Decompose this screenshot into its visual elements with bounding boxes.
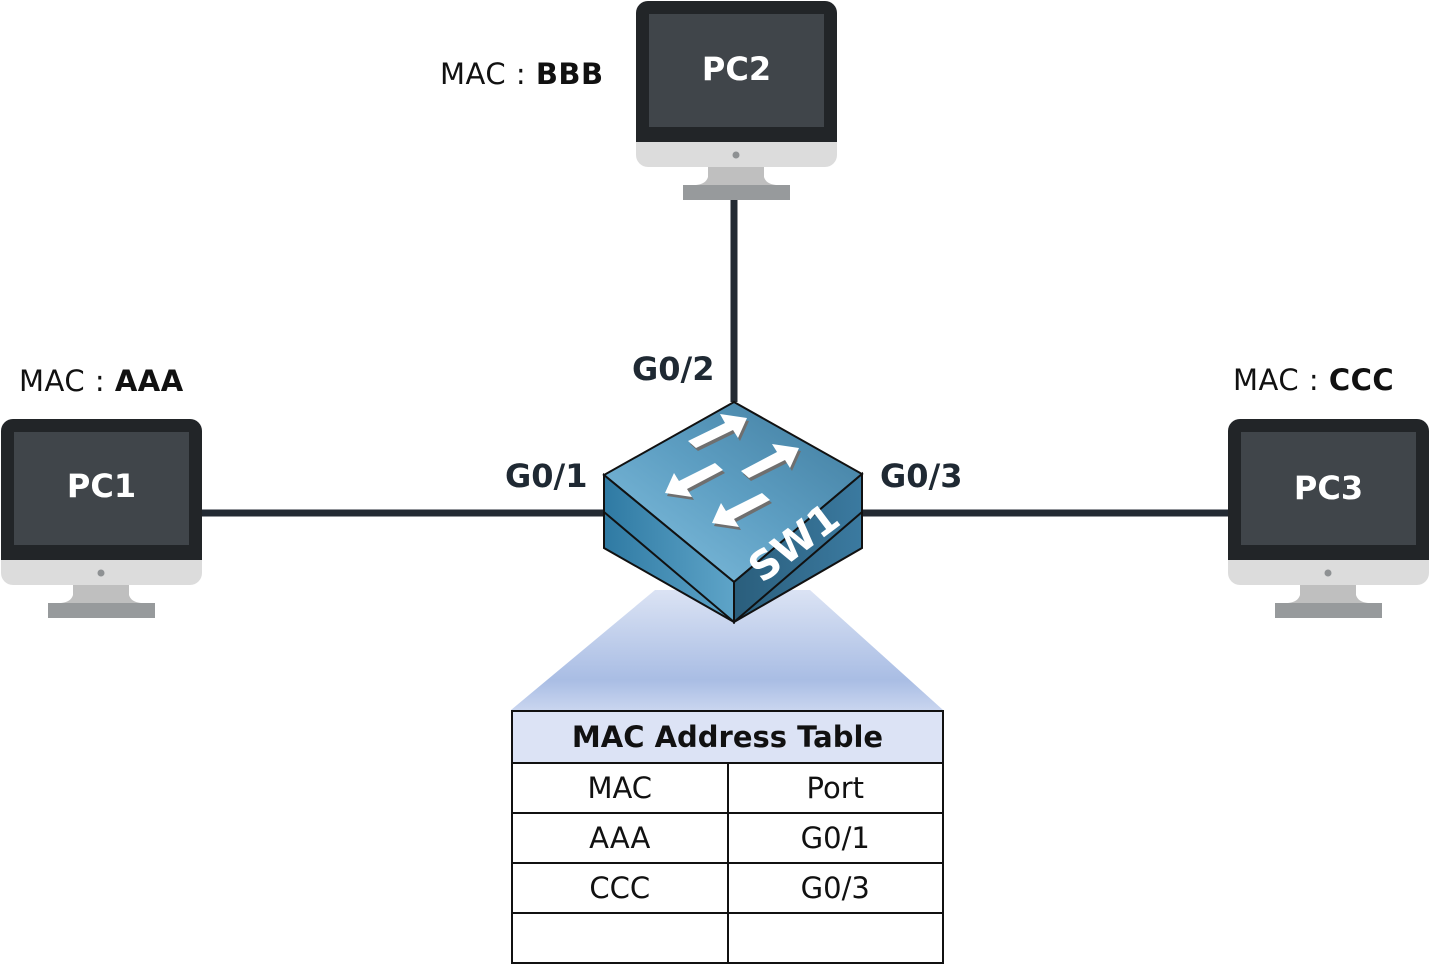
cell-port: G0/1	[726, 812, 944, 864]
column-header-port: Port	[726, 762, 944, 814]
pc3-monitor-icon[interactable]	[1228, 419, 1429, 618]
column-header-mac: MAC	[511, 762, 729, 814]
port-label-g03: G0/3	[880, 457, 963, 495]
pc2-mac-value: BBB	[535, 57, 604, 91]
switch-sw1[interactable]: SW1	[602, 400, 864, 625]
pc2-mac-label: MAC : BBB	[440, 57, 604, 91]
cell-mac: AAA	[511, 812, 729, 864]
table-header-row: MAC Port	[511, 762, 944, 814]
table-callout-beam	[511, 590, 943, 710]
switch-right-face-fill	[733, 471, 863, 625]
pc1-name: PC1	[66, 467, 137, 505]
cell-port	[726, 912, 944, 964]
mac-address-table: MAC Address Table MAC Port AAA G0/1 CCC …	[511, 710, 944, 964]
pc1-mac-value: AAA	[114, 364, 184, 398]
pc3-name: PC3	[1293, 469, 1364, 507]
switch-arrows-icon	[665, 414, 801, 530]
table-title: MAC Address Table	[511, 710, 944, 764]
cell-mac	[511, 912, 729, 964]
pc2-monitor-icon[interactable]	[636, 1, 837, 200]
pc3-mac-value: CCC	[1328, 363, 1395, 397]
cell-port: G0/3	[726, 862, 944, 914]
pc3-mac-label: MAC : CCC	[1233, 363, 1394, 397]
port-label-g02: G0/2	[632, 350, 715, 388]
table-row	[511, 912, 944, 964]
pc1-mac-label: MAC : AAA	[19, 364, 184, 398]
pc2-name: PC2	[701, 50, 772, 88]
table-row: CCC G0/3	[511, 862, 944, 914]
mac-prefix: MAC :	[19, 364, 115, 398]
port-label-g01: G0/1	[505, 457, 588, 495]
mac-prefix: MAC :	[1233, 363, 1329, 397]
table-row: AAA G0/1	[511, 812, 944, 864]
pc1-monitor-icon[interactable]	[1, 419, 202, 618]
mac-prefix: MAC :	[440, 57, 536, 91]
cell-mac: CCC	[511, 862, 729, 914]
